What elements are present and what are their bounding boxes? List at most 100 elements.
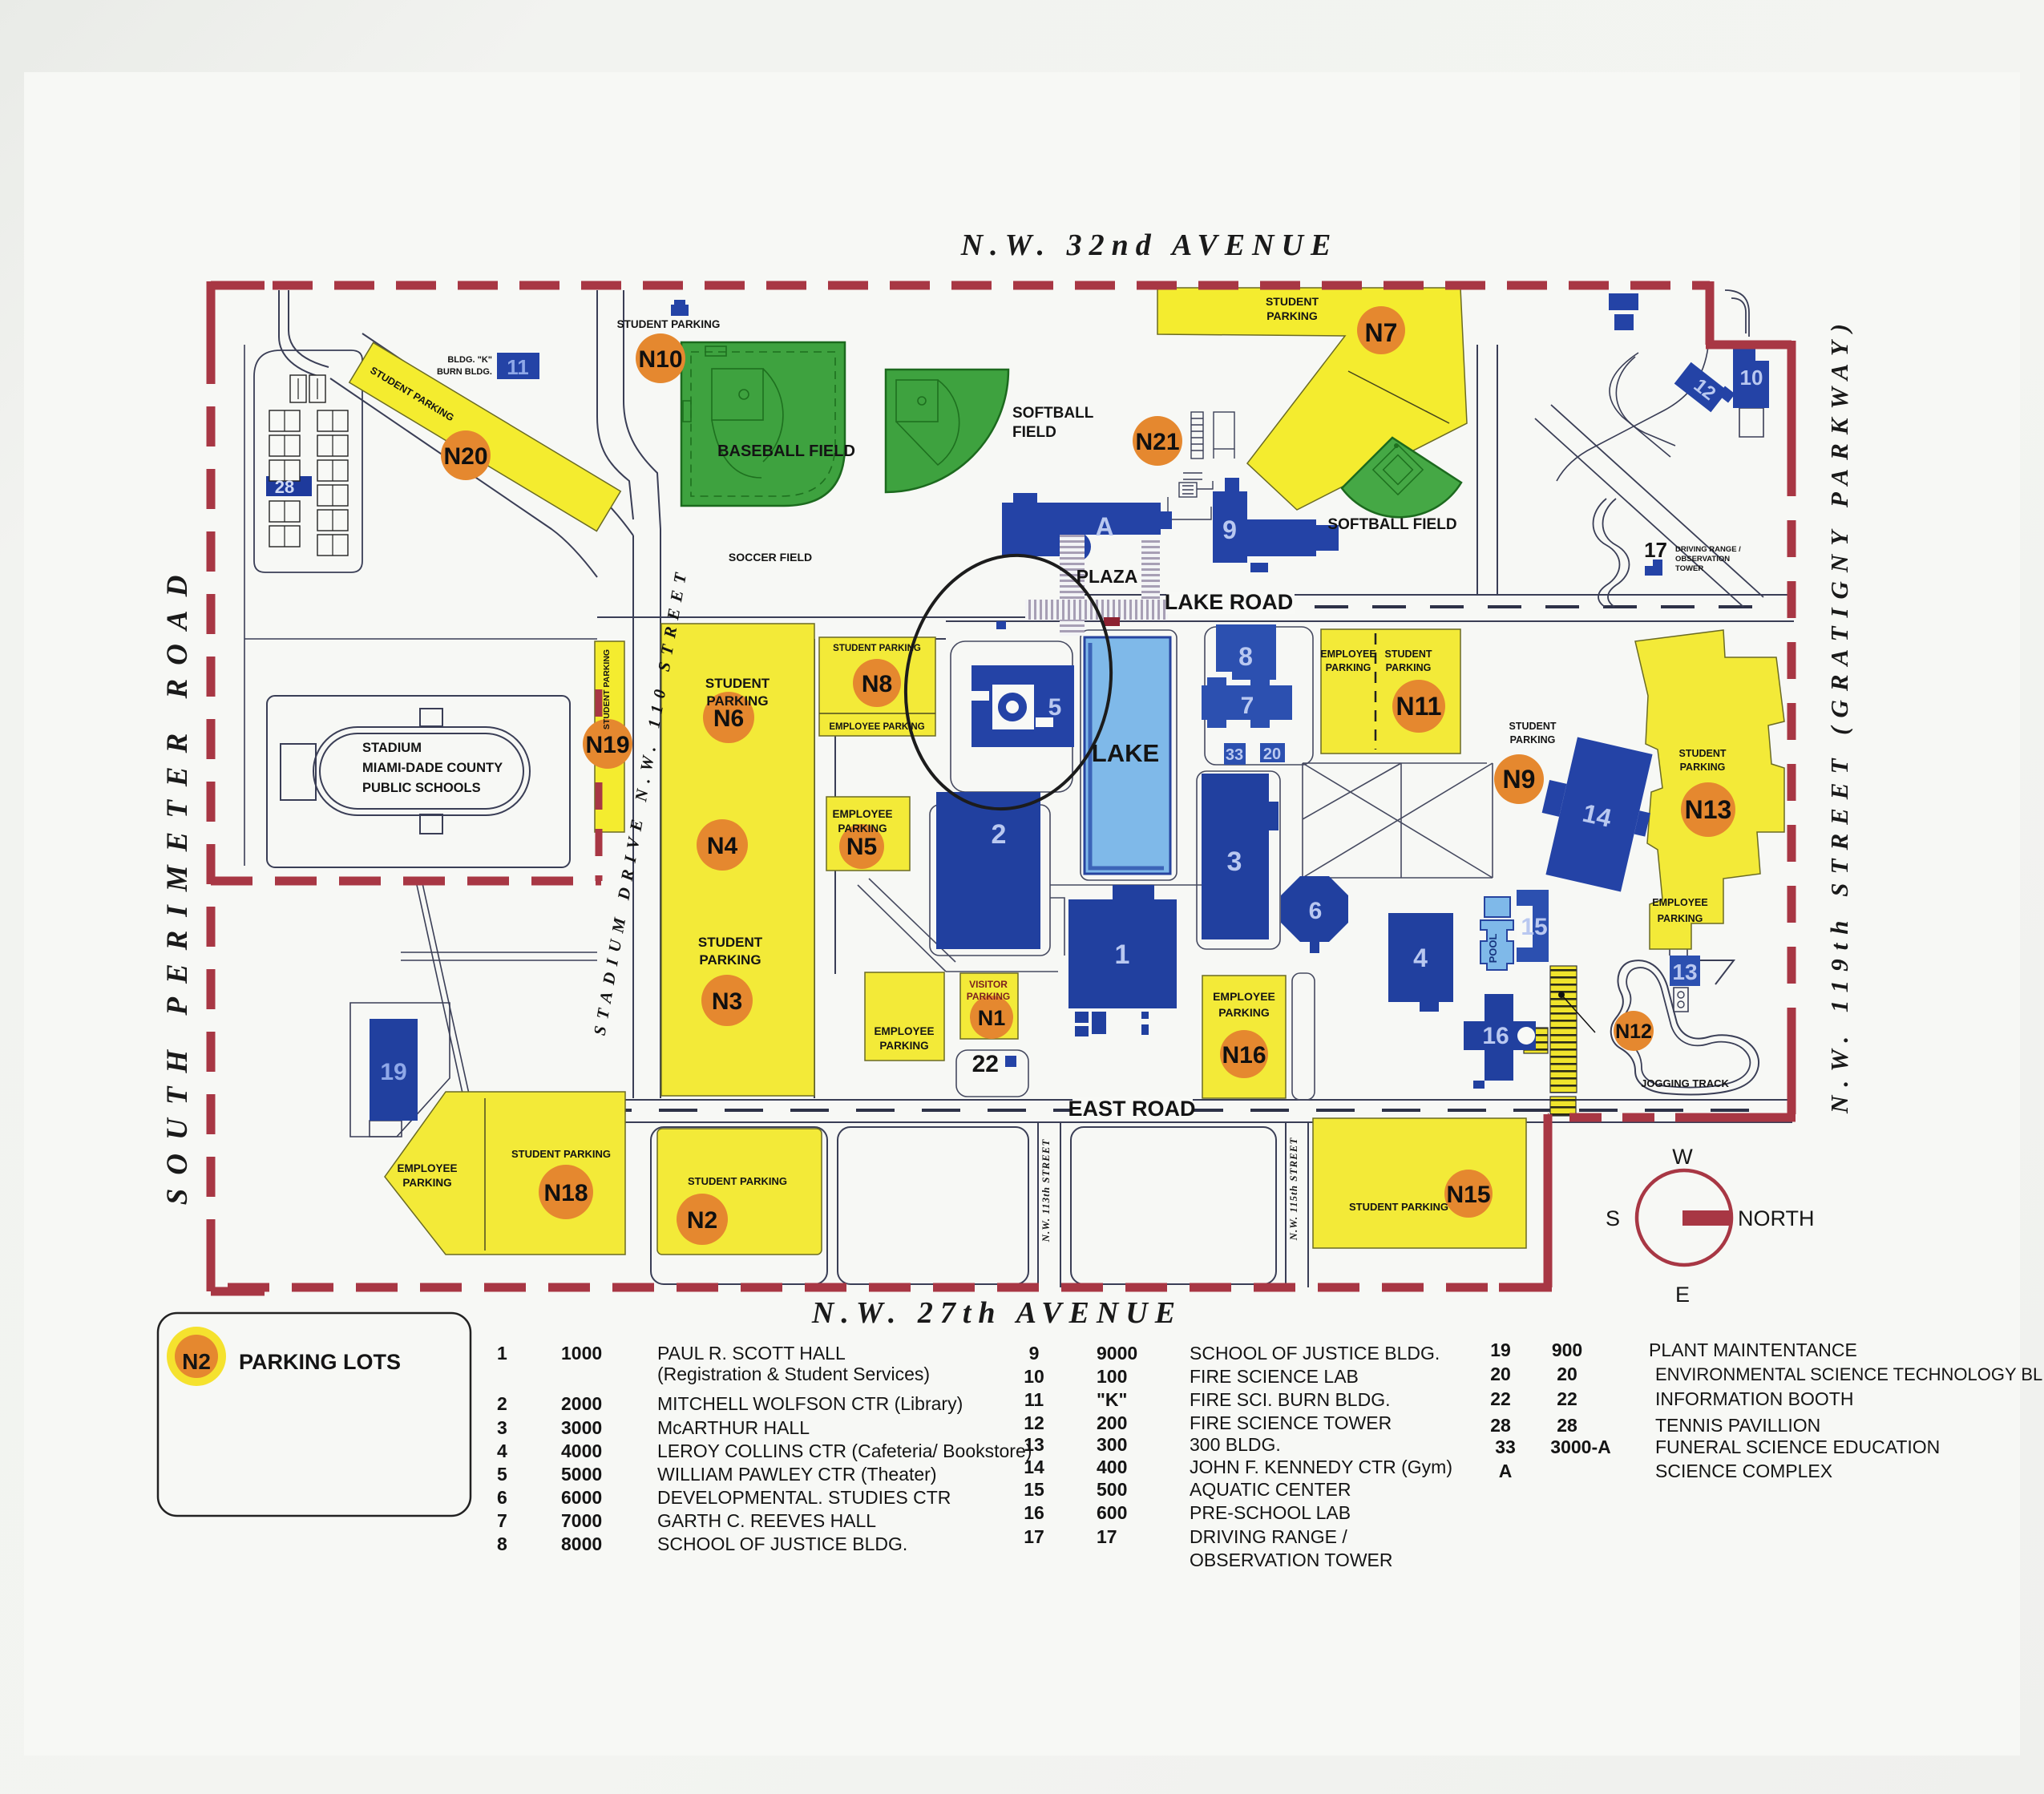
- svg-text:STUDENT PARKING: STUDENT PARKING: [617, 318, 721, 330]
- svg-text:N5: N5: [846, 834, 877, 860]
- svg-text:11: 11: [1024, 1389, 1044, 1410]
- svg-text:SOCCER FIELD: SOCCER FIELD: [729, 551, 812, 564]
- svg-text:MITCHELL WOLFSON CTR (Library): MITCHELL WOLFSON CTR (Library): [657, 1393, 963, 1414]
- svg-text:EMPLOYEE: EMPLOYEE: [1652, 897, 1707, 908]
- svg-text:N8: N8: [862, 671, 892, 697]
- svg-text:300 BLDG.: 300 BLDG.: [1190, 1434, 1281, 1455]
- svg-text:3000: 3000: [561, 1417, 602, 1438]
- svg-text:N.W. 32nd AVENUE: N.W. 32nd AVENUE: [960, 228, 1339, 262]
- svg-text:N2: N2: [687, 1207, 717, 1234]
- svg-text:N.W. 115th STREET: N.W. 115th STREET: [1287, 1137, 1299, 1242]
- svg-text:2: 2: [992, 819, 1007, 850]
- svg-text:19: 19: [380, 1059, 406, 1085]
- svg-text:PRE-SCHOOL LAB: PRE-SCHOOL LAB: [1190, 1502, 1351, 1523]
- svg-text:LAKE: LAKE: [1092, 739, 1159, 767]
- svg-text:6: 6: [1309, 898, 1323, 924]
- svg-text:17: 17: [1644, 538, 1667, 562]
- svg-text:PARKING: PARKING: [1386, 662, 1432, 673]
- svg-text:SOFTBALL: SOFTBALL: [1012, 405, 1094, 422]
- svg-text:PLANT MAINTENTANCE: PLANT MAINTENTANCE: [1649, 1339, 1857, 1360]
- svg-text:1: 1: [1115, 939, 1130, 970]
- svg-text:AQUATIC CENTER: AQUATIC CENTER: [1190, 1479, 1351, 1500]
- svg-text:10: 10: [1740, 366, 1763, 390]
- svg-text:EMPLOYEE PARKING: EMPLOYEE PARKING: [829, 722, 924, 732]
- svg-text:BLDG. "K": BLDG. "K": [447, 355, 492, 365]
- svg-text:22: 22: [1557, 1388, 1577, 1409]
- svg-text:20: 20: [1263, 745, 1281, 763]
- svg-text:20: 20: [1490, 1364, 1511, 1384]
- svg-text:PARKING: PARKING: [1218, 1006, 1270, 1019]
- svg-text:OBSERVATION: OBSERVATION: [1675, 555, 1730, 564]
- svg-text:SCIENCE COMPLEX: SCIENCE COMPLEX: [1655, 1461, 1832, 1481]
- svg-text:DRIVING RANGE /: DRIVING RANGE /: [1190, 1526, 1347, 1547]
- svg-text:VISITOR: VISITOR: [969, 979, 1008, 990]
- svg-text:5: 5: [497, 1464, 507, 1485]
- svg-text:600: 600: [1097, 1502, 1127, 1523]
- svg-text:N9: N9: [1503, 765, 1536, 794]
- svg-text:N3: N3: [712, 988, 742, 1015]
- svg-text:N4: N4: [707, 833, 738, 859]
- svg-text:STUDENT: STUDENT: [1509, 721, 1556, 732]
- svg-text:PARKING: PARKING: [402, 1177, 451, 1189]
- svg-text:EMPLOYEE: EMPLOYEE: [874, 1025, 934, 1037]
- svg-text:POOL: POOL: [1487, 934, 1499, 964]
- svg-text:PARKING LOTS: PARKING LOTS: [239, 1350, 401, 1374]
- svg-text:N1: N1: [978, 1006, 1006, 1030]
- svg-text:N.W. 113th STREET: N.W. 113th STREET: [1040, 1139, 1052, 1243]
- svg-text:10: 10: [1024, 1366, 1044, 1387]
- svg-text:900: 900: [1552, 1339, 1582, 1360]
- svg-text:EMPLOYEE: EMPLOYEE: [1320, 649, 1375, 660]
- svg-text:15: 15: [1024, 1479, 1044, 1500]
- svg-text:N13: N13: [1685, 795, 1732, 824]
- svg-text:N15: N15: [1446, 1182, 1490, 1208]
- svg-text:BASEBALL FIELD: BASEBALL FIELD: [717, 442, 855, 460]
- svg-text:INFORMATION BOOTH: INFORMATION BOOTH: [1655, 1388, 1853, 1409]
- svg-text:OBSERVATION TOWER: OBSERVATION TOWER: [1190, 1550, 1392, 1570]
- svg-text:N19: N19: [585, 732, 629, 758]
- svg-text:FIRE SCIENCE TOWER: FIRE SCIENCE TOWER: [1190, 1412, 1392, 1433]
- svg-text:STUDENT: STUDENT: [705, 676, 770, 691]
- svg-text:SOFTBALL FIELD: SOFTBALL FIELD: [1327, 516, 1456, 533]
- svg-text:PARKING: PARKING: [699, 952, 761, 968]
- svg-text:8000: 8000: [561, 1533, 602, 1554]
- svg-text:PARKING: PARKING: [1510, 734, 1556, 745]
- svg-text:6000: 6000: [561, 1487, 602, 1508]
- svg-text:BURN BLDG.: BURN BLDG.: [437, 367, 492, 377]
- svg-text:20: 20: [1557, 1364, 1577, 1384]
- svg-text:STUDENT: STUDENT: [1384, 649, 1432, 660]
- svg-text:33: 33: [1495, 1436, 1516, 1457]
- svg-text:SCHOOL OF JUSTICE BLDG.: SCHOOL OF JUSTICE BLDG.: [657, 1533, 907, 1554]
- svg-text:TENNIS PAVILLION: TENNIS PAVILLION: [1655, 1415, 1820, 1436]
- svg-text:4: 4: [497, 1440, 507, 1461]
- svg-text:EAST ROAD: EAST ROAD: [1068, 1097, 1195, 1121]
- svg-text:N20: N20: [443, 443, 487, 470]
- svg-text:NORTH: NORTH: [1738, 1206, 1815, 1230]
- svg-text:N18: N18: [543, 1180, 588, 1206]
- svg-text:McARTHUR HALL: McARTHUR HALL: [657, 1417, 810, 1438]
- svg-text:4: 4: [1413, 943, 1428, 972]
- svg-text:EMPLOYEE: EMPLOYEE: [832, 808, 892, 820]
- svg-text:PARKING: PARKING: [706, 693, 768, 709]
- svg-text:4000: 4000: [561, 1440, 602, 1461]
- svg-text:(Registration & Student Servi: (Registration & Student Services): [657, 1364, 930, 1384]
- svg-text:2: 2: [497, 1393, 507, 1414]
- svg-text:FUNERAL SCIENCE EDUCATION: FUNERAL SCIENCE EDUCATION: [1655, 1436, 1940, 1457]
- svg-text:MIAMI-DADE COUNTY: MIAMI-DADE COUNTY: [362, 761, 503, 775]
- svg-text:17: 17: [1024, 1526, 1044, 1547]
- svg-text:GARTH C. REEVES HALL: GARTH C. REEVES HALL: [657, 1510, 876, 1531]
- svg-text:PARKING: PARKING: [879, 1040, 928, 1052]
- svg-text:W: W: [1672, 1145, 1693, 1169]
- svg-text:E: E: [1675, 1283, 1690, 1307]
- svg-text:22: 22: [972, 1051, 999, 1077]
- svg-text:9000: 9000: [1097, 1343, 1137, 1364]
- svg-text:N10: N10: [638, 346, 682, 373]
- svg-text:PARKING: PARKING: [1326, 662, 1371, 673]
- svg-text:33: 33: [1226, 746, 1243, 764]
- svg-text:N7: N7: [1365, 318, 1398, 347]
- svg-text:PARKING: PARKING: [1658, 913, 1703, 924]
- svg-text:3: 3: [497, 1417, 507, 1438]
- svg-text:16: 16: [1482, 1023, 1509, 1049]
- svg-text:PLAZA: PLAZA: [1077, 566, 1138, 587]
- svg-text:9: 9: [1029, 1343, 1040, 1364]
- svg-text:"K": "K": [1097, 1389, 1127, 1410]
